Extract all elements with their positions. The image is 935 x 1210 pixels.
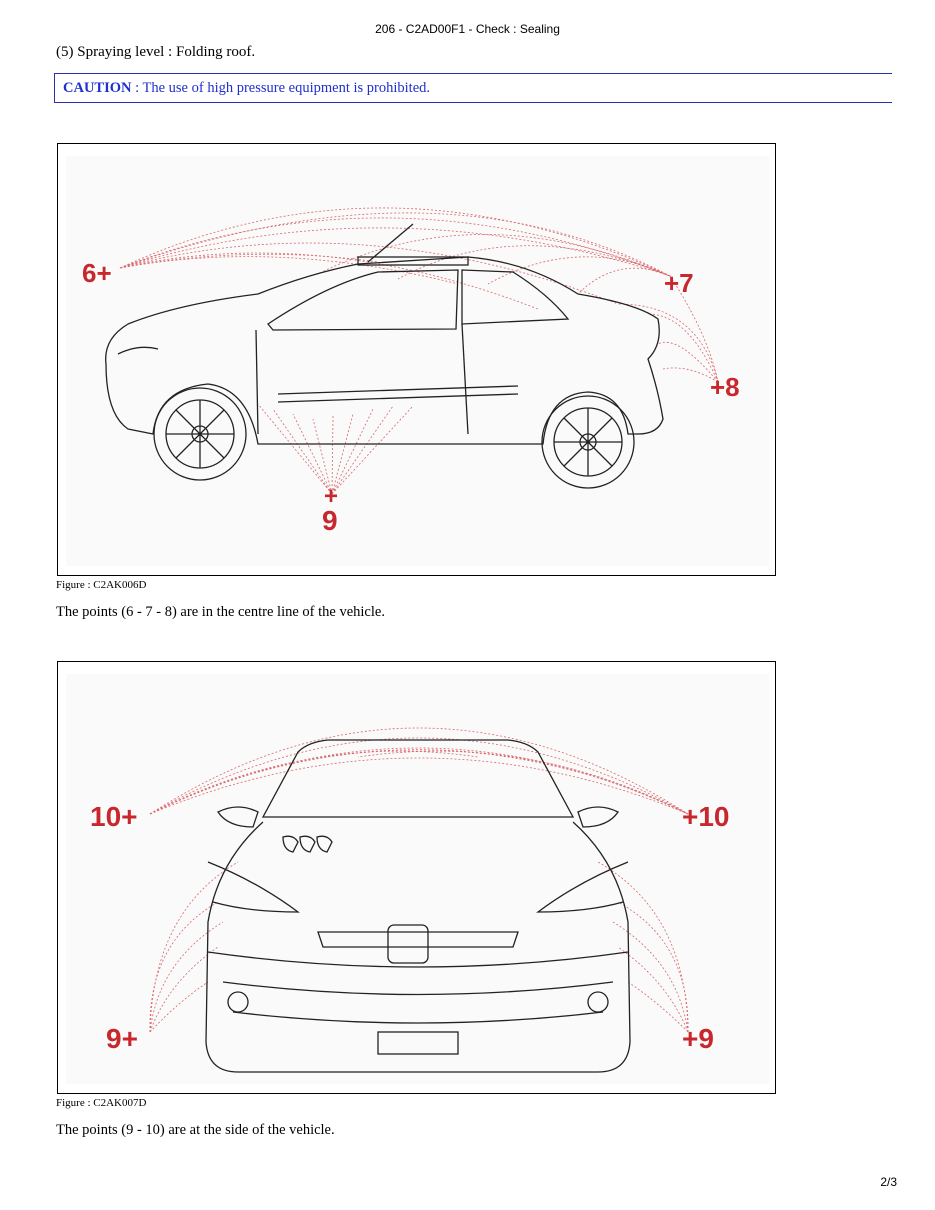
point-8-label: +8 (710, 372, 740, 402)
figure-2-caption: Figure : C2AK007D (56, 1097, 147, 1109)
figure-side-view: 6+ +7 +8 + 9 (57, 143, 776, 576)
step-text: (5) Spraying level : Folding roof. (56, 44, 256, 60)
caution-box: CAUTION : The use of high pressure equip… (54, 73, 892, 103)
side-view-illustration: 6+ +7 +8 + 9 (66, 156, 769, 566)
page-number: 2/3 (880, 1175, 897, 1189)
caution-label: CAUTION (63, 80, 132, 96)
figure-1-caption: Figure : C2AK006D (56, 579, 147, 591)
car-side-outline (105, 223, 664, 445)
point-9-plus: + (324, 483, 338, 510)
front-view-illustration: 10+ +10 9+ +9 (66, 674, 769, 1084)
paragraph-side: The points (9 - 10) are at the side of t… (56, 1122, 335, 1138)
caution-text: CAUTION : The use of high pressure equip… (63, 80, 430, 97)
car-front-outline (205, 739, 631, 1073)
spray-arcs (119, 207, 719, 495)
point-9-right-label: +9 (682, 1023, 714, 1054)
point-10-left-label: 10+ (90, 801, 138, 832)
caution-message: : The use of high pressure equipment is … (131, 80, 431, 96)
page-header: 206 - C2AD00F1 - Check : Sealing (375, 22, 560, 36)
point-10-right-label: +10 (682, 801, 730, 832)
point-7-label: +7 (664, 268, 694, 298)
point-9-label: 9 (322, 505, 338, 536)
spray-arcs (149, 727, 689, 1033)
point-9-left-label: 9+ (106, 1023, 138, 1054)
paragraph-centre-line: The points (6 - 7 - 8) are in the centre… (56, 604, 385, 620)
point-6-label: 6+ (82, 258, 112, 288)
figure-front-view: 10+ +10 9+ +9 (57, 661, 776, 1094)
wheels (153, 387, 635, 489)
